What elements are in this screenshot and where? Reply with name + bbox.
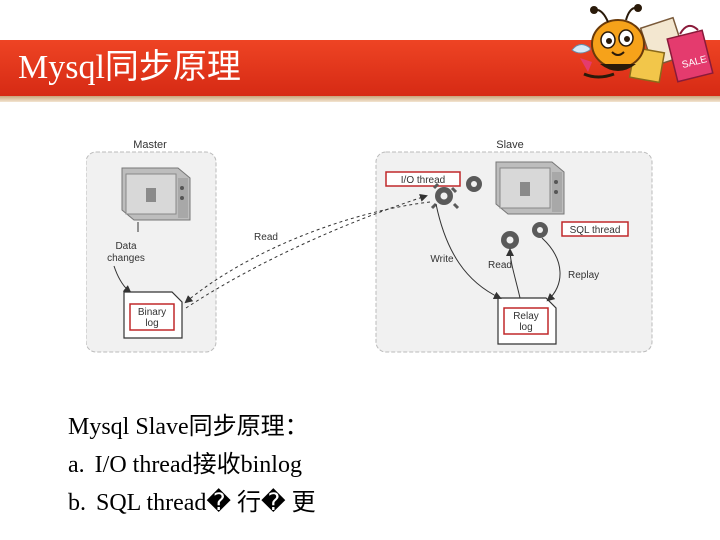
read-arrow xyxy=(184,201,431,304)
read-arrow-return xyxy=(185,194,428,309)
bee-mascot-icon: SALE xyxy=(571,4,714,84)
binary-log-icon xyxy=(123,291,183,339)
list-item-sql-thread: SQL thread� 行� 更 xyxy=(96,490,316,516)
read-label-master: Read xyxy=(254,232,278,243)
body-line-2: a. I/O thread接收binlog xyxy=(68,446,316,484)
list-marker-a: a. xyxy=(68,452,85,478)
slide-title: Mysql同步原理 xyxy=(18,49,241,86)
binary-log-label-2: log xyxy=(145,318,158,329)
replication-diagram: Master Data changes Binary log Slave I/O… xyxy=(86,139,653,353)
data-changes-label: Data xyxy=(115,241,137,252)
relay-log-label-2: log xyxy=(519,322,532,333)
list-item-io-thread: I/O thread接收binlog xyxy=(94,452,302,478)
relay-log-icon xyxy=(497,297,557,345)
binary-log-label-1: Binary xyxy=(138,307,166,318)
sql-thread-gear-icon xyxy=(501,222,548,249)
body-line-1: Mysql Slave同步原理： xyxy=(68,414,309,440)
io-thread-box xyxy=(385,171,461,187)
body-line-3: b. SQL thread� 行� 更 xyxy=(68,484,316,522)
data-changes-label-2: changes xyxy=(107,253,145,264)
sql-thread-box xyxy=(561,221,629,237)
replay-label: Replay xyxy=(568,270,599,281)
relay-log-label-1: Relay xyxy=(513,311,539,322)
read-label-slave: Read xyxy=(488,260,512,271)
body-text: Mysql Slave同步原理： a. I/O thread接收binlog b.… xyxy=(68,408,316,522)
write-label: Write xyxy=(430,254,454,265)
title-shadow xyxy=(0,96,720,102)
master-label: Master xyxy=(133,139,167,151)
master-server-icon xyxy=(121,167,191,221)
sql-thread-label: SQL thread xyxy=(570,225,621,236)
write-arrow xyxy=(435,203,502,300)
list-marker-b: b. xyxy=(68,490,86,516)
sql-read-arrow xyxy=(506,248,521,299)
slave-server-icon xyxy=(495,161,565,215)
io-thread-gear-icon xyxy=(430,176,482,210)
bee-icon xyxy=(571,4,645,79)
io-thread-label: I/O thread xyxy=(401,175,445,186)
slave-label: Slave xyxy=(496,139,524,151)
replay-arrow xyxy=(541,237,561,302)
